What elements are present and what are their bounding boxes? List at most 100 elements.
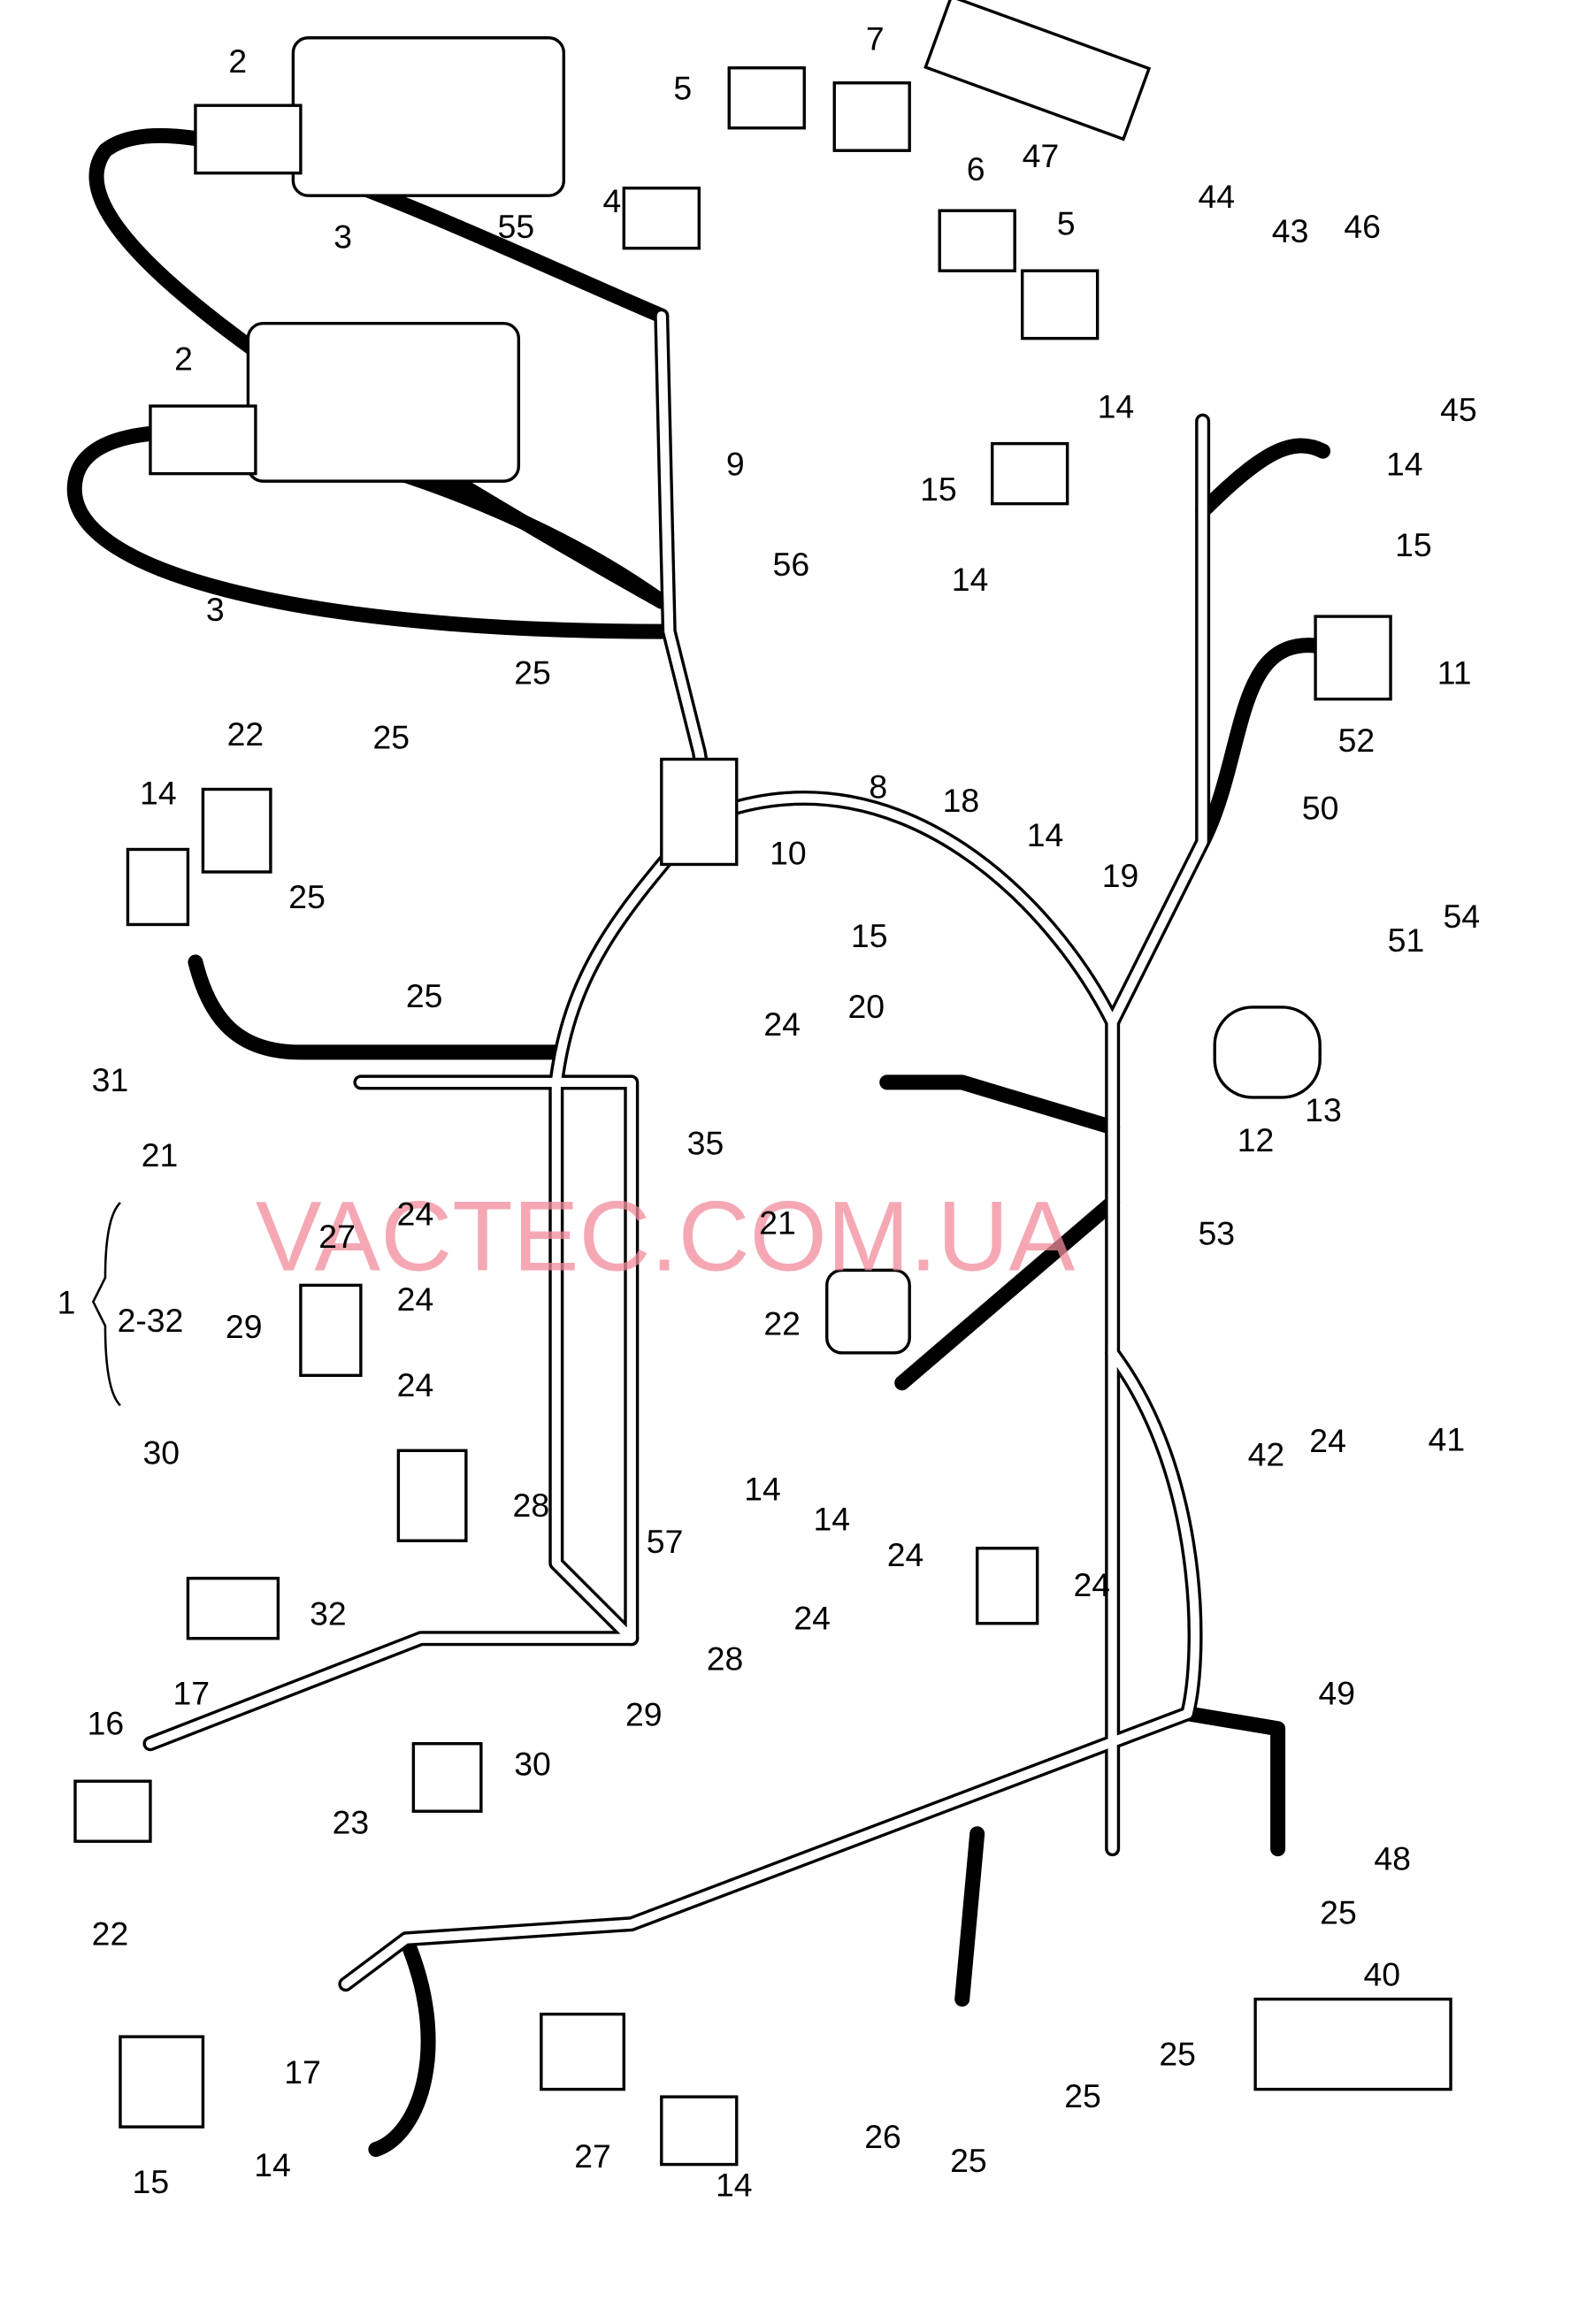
- connector: [411, 1742, 483, 1813]
- callout-18: 18: [943, 782, 980, 819]
- callout-6: 6: [967, 150, 985, 187]
- connector: [975, 1547, 1039, 1625]
- callout-17: 17: [172, 1675, 210, 1712]
- callout-51: 51: [1388, 921, 1425, 959]
- callout-12: 12: [1238, 1121, 1275, 1158]
- callout-10: 10: [770, 834, 807, 871]
- callout-43: 43: [1272, 212, 1309, 249]
- callout-22: 22: [92, 1915, 129, 1952]
- callout-25: 25: [288, 878, 326, 915]
- connector: [299, 1283, 363, 1378]
- connector: [660, 2095, 739, 2167]
- callout-22: 22: [227, 715, 264, 753]
- callout-14: 14: [140, 775, 177, 812]
- callout-14: 14: [254, 2146, 291, 2183]
- callout-44: 44: [1199, 178, 1236, 215]
- round-connector: [1213, 1005, 1322, 1099]
- callout-23: 23: [333, 1804, 370, 1841]
- control-unit-1: [291, 36, 566, 197]
- callout-14: 14: [744, 1470, 781, 1507]
- callout-16: 16: [88, 1705, 125, 1742]
- connector: [1020, 269, 1100, 340]
- callout-25: 25: [1159, 2035, 1196, 2072]
- callout-35: 35: [687, 1125, 724, 1162]
- callout-26: 26: [864, 2118, 901, 2155]
- connector: [201, 787, 272, 874]
- callout-48: 48: [1374, 1839, 1411, 1877]
- callout-21: 21: [759, 1204, 796, 1242]
- connector: [540, 2012, 626, 2091]
- callout-19: 19: [1102, 857, 1139, 894]
- bracket: [1253, 1997, 1452, 2091]
- callout-3: 3: [333, 218, 352, 256]
- callout-25: 25: [372, 719, 410, 756]
- callout-27: 27: [318, 1218, 356, 1255]
- callout-11: 11: [1437, 654, 1472, 692]
- connector: [194, 103, 303, 175]
- callout-13: 13: [1305, 1091, 1342, 1128]
- callout-15: 15: [133, 2163, 170, 2200]
- callout-14: 14: [716, 2166, 753, 2203]
- callout-54: 54: [1444, 898, 1481, 935]
- callout-24: 24: [1309, 1422, 1346, 1459]
- callout-30: 30: [142, 1434, 180, 1472]
- connector: [73, 1779, 152, 1843]
- callout-3: 3: [206, 591, 225, 628]
- callout-52: 52: [1338, 722, 1376, 759]
- callout-2: 2: [174, 340, 193, 377]
- connector: [825, 1268, 911, 1355]
- callout-14: 14: [1098, 388, 1135, 425]
- callout-15: 15: [920, 470, 957, 508]
- callout-30: 30: [514, 1745, 551, 1782]
- callout-14: 14: [813, 1500, 850, 1537]
- callout-40: 40: [1363, 1955, 1400, 1992]
- callout-5: 5: [1057, 204, 1076, 241]
- watermark: VACTEC.COM.UA: [256, 1180, 1076, 1291]
- connector: [622, 187, 701, 250]
- connector: [1314, 615, 1392, 701]
- wiring-harness: [66, 127, 1331, 2158]
- group-range: 2-32: [118, 1302, 184, 1339]
- connector: [396, 1449, 468, 1542]
- callout-17: 17: [284, 2053, 321, 2091]
- callout-9: 9: [726, 445, 745, 482]
- callout-24: 24: [793, 1600, 831, 1637]
- connector: [727, 66, 806, 130]
- callout-5: 5: [673, 69, 692, 106]
- callout-27: 27: [574, 2137, 611, 2175]
- callout-55: 55: [498, 208, 535, 245]
- callout-31: 31: [92, 1061, 129, 1098]
- group-label: 1: [57, 1284, 76, 1321]
- callout-25: 25: [1064, 2077, 1101, 2114]
- callout-47: 47: [1023, 137, 1060, 174]
- callout-32: 32: [310, 1594, 347, 1632]
- callout-20: 20: [848, 988, 885, 1025]
- callout-24: 24: [1073, 1566, 1110, 1603]
- connector: [832, 81, 911, 152]
- callout-57: 57: [647, 1523, 684, 1560]
- callout-24: 24: [397, 1280, 434, 1318]
- callout-29: 29: [226, 1308, 263, 1345]
- callout-15: 15: [1395, 526, 1432, 563]
- callout-24: 24: [397, 1366, 434, 1403]
- connector: [938, 209, 1016, 272]
- callout-14: 14: [952, 561, 989, 598]
- callout-25: 25: [1320, 1894, 1357, 1931]
- callout-14: 14: [1027, 816, 1064, 853]
- callout-53: 53: [1199, 1214, 1236, 1251]
- callout-41: 41: [1429, 1420, 1466, 1457]
- callout-2: 2: [228, 42, 247, 80]
- grommet: [660, 757, 739, 867]
- callout-29: 29: [625, 1695, 663, 1732]
- callout-15: 15: [851, 917, 888, 954]
- callout-21: 21: [142, 1136, 179, 1173]
- callout-24: 24: [763, 1005, 801, 1043]
- connector: [990, 441, 1069, 506]
- callout-25: 25: [950, 2142, 987, 2179]
- group-bracket: 1 2-32: [57, 1201, 184, 1407]
- callout-22: 22: [763, 1304, 801, 1342]
- bracket: [923, 0, 1152, 141]
- callout-28: 28: [707, 1640, 744, 1677]
